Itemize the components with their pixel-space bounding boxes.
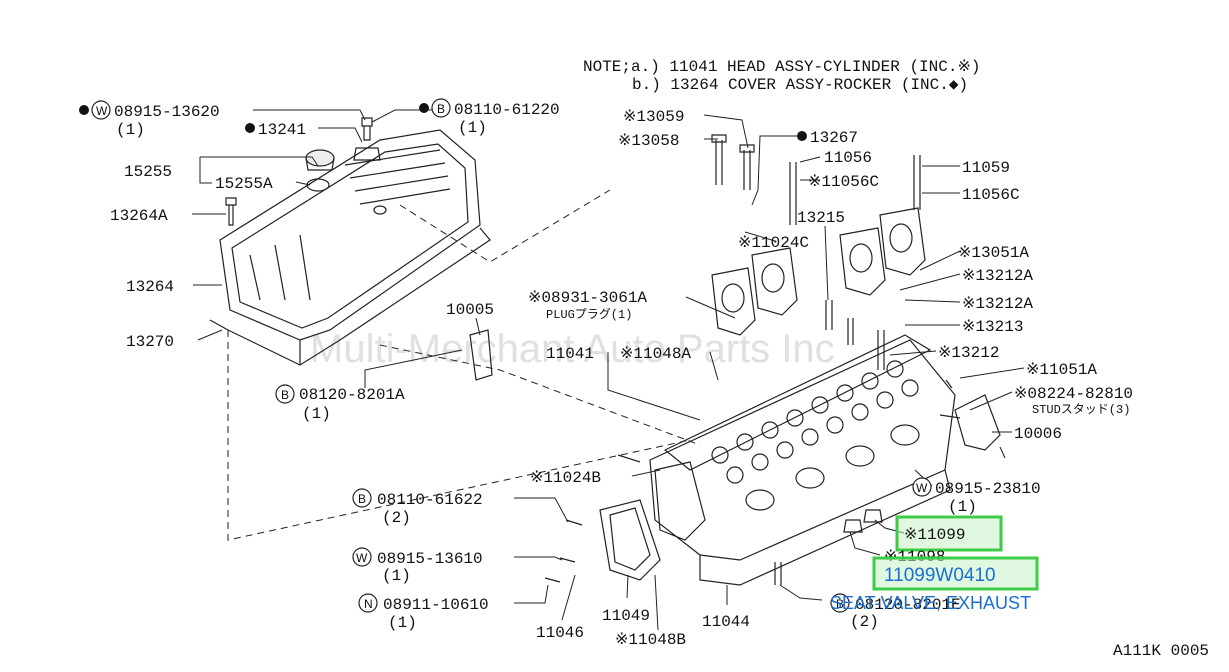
callout-letter: N (364, 597, 373, 611)
part-label[interactable]: ※08931-3061A (528, 289, 647, 307)
part-label[interactable]: 11056 (824, 149, 872, 167)
part-label[interactable]: ※13212A (962, 295, 1033, 313)
filled-dot-icon (797, 131, 807, 141)
part-label[interactable]: ※13212A (962, 267, 1033, 285)
circle-letter-icon (275, 384, 295, 404)
circle-letter-icon (830, 593, 850, 613)
circle-letter-icon (912, 477, 932, 497)
manifold-gasket[interactable] (599, 461, 706, 581)
part-label[interactable]: ※13212 (938, 344, 999, 362)
callout-letter: W (916, 481, 928, 495)
bolt-13241[interactable] (353, 117, 381, 161)
part-label[interactable]: 08120-8201A (299, 386, 405, 404)
part-label[interactable]: ※08224-82810 (1014, 385, 1133, 403)
plug-label: PLUGプラグ(1) (546, 307, 632, 322)
part-label[interactable]: 10005 (446, 301, 494, 319)
part-label[interactable]: 08110-61622 (377, 491, 483, 509)
part-label[interactable]: 11056C (962, 186, 1020, 204)
part-label[interactable]: 11049 (602, 607, 650, 625)
valve-seats[interactable] (843, 509, 883, 533)
note-line-b: b.) 13264 COVER ASSY-ROCKER (INC.◆) (632, 76, 968, 94)
part-label[interactable]: 13215 (797, 209, 845, 227)
stud-label: STUDスタッド(3) (1032, 402, 1130, 417)
callout-letter: W (96, 104, 108, 118)
part-label[interactable]: 15255A (215, 175, 273, 193)
oil-filler-cap[interactable] (305, 149, 335, 192)
callout-letter: B (358, 492, 366, 506)
highlight-box (895, 515, 1003, 552)
selected-part-box[interactable] (872, 556, 1039, 591)
part-qty: (1) (382, 567, 411, 585)
rocker-cover[interactable] (209, 129, 491, 366)
selected-part-description: SEAT-VALVE, EXHAUST (830, 593, 1031, 613)
part-label[interactable]: ※11024B (530, 469, 601, 487)
part-label[interactable]: 13270 (126, 333, 174, 351)
circle-letter-icon (352, 547, 372, 567)
part-label[interactable]: 08915-13620 (114, 103, 220, 121)
part-label[interactable]: ※13213 (962, 318, 1023, 336)
filled-dot-icon (245, 123, 255, 133)
callout-letter: B (437, 102, 445, 116)
part-label[interactable]: 11059 (962, 159, 1010, 177)
part-qty: (1) (458, 119, 487, 137)
stud-08224[interactable] (939, 379, 961, 419)
part-label[interactable]: 08915-23810 (935, 480, 1041, 498)
part-qty: (2) (382, 509, 411, 527)
lifting-bracket-rear[interactable] (954, 394, 1001, 451)
part-label[interactable]: 08915-13610 (377, 550, 483, 568)
camshaft-brackets[interactable] (711, 207, 926, 336)
part-label[interactable]: 08911-10610 (383, 596, 489, 614)
selected-part-number[interactable]: 11099W0410 (884, 565, 996, 586)
circle-letter-icon (352, 488, 372, 508)
circle-letter-icon (358, 593, 378, 613)
circle-letter-icon (91, 100, 111, 120)
callout-letter: B (836, 597, 844, 611)
part-label[interactable]: 13264A (110, 207, 168, 225)
part-qty: (1) (116, 121, 145, 139)
part-label[interactable]: ※11056C (808, 173, 879, 191)
part-qty: (1) (388, 614, 417, 632)
callout-letter: B (281, 388, 289, 402)
part-label[interactable]: ※11051A (1026, 361, 1097, 379)
note-line-a: NOTE;a.) 11041 HEAD ASSY-CYLINDER (INC.※… (583, 58, 980, 76)
diagram-code: A111K 0005 (1113, 642, 1209, 660)
part-label[interactable]: 13264 (126, 278, 174, 296)
part-label[interactable]: ※11048B (615, 631, 686, 649)
part-label[interactable]: ※11048A (620, 345, 691, 363)
part-label[interactable]: 11041 (546, 345, 594, 363)
part-label[interactable]: ※11024C (738, 234, 809, 252)
studs-and-bolts[interactable] (544, 134, 921, 585)
filled-dot-icon (79, 105, 89, 115)
part-label[interactable]: 13241 (258, 121, 306, 139)
part-label[interactable]: 08110-61220 (454, 101, 560, 119)
callout-letter: W (356, 551, 368, 565)
part-label[interactable]: ※13051A (958, 244, 1029, 262)
bolt-13264A[interactable] (225, 197, 237, 226)
part-label[interactable]: 11044 (702, 613, 750, 631)
part-label-overlap[interactable]: 08120-8201E (855, 596, 961, 614)
lifting-bracket-front[interactable] (469, 329, 493, 381)
part-label[interactable]: 13267 (810, 129, 858, 147)
circle-letter-icon (431, 98, 451, 118)
part-label[interactable]: ※11099 (904, 526, 965, 544)
part-qty: (2) (850, 613, 879, 631)
part-qty: (1) (948, 498, 977, 516)
part-label[interactable]: ※13059 (623, 108, 684, 126)
part-label[interactable]: 10006 (1014, 425, 1062, 443)
part-label[interactable]: 15255 (124, 163, 172, 181)
part-label[interactable]: ※13058 (618, 132, 679, 150)
part-label[interactable]: 11046 (536, 624, 584, 642)
part-qty: (1) (302, 405, 331, 423)
filled-dot-icon (419, 103, 429, 113)
